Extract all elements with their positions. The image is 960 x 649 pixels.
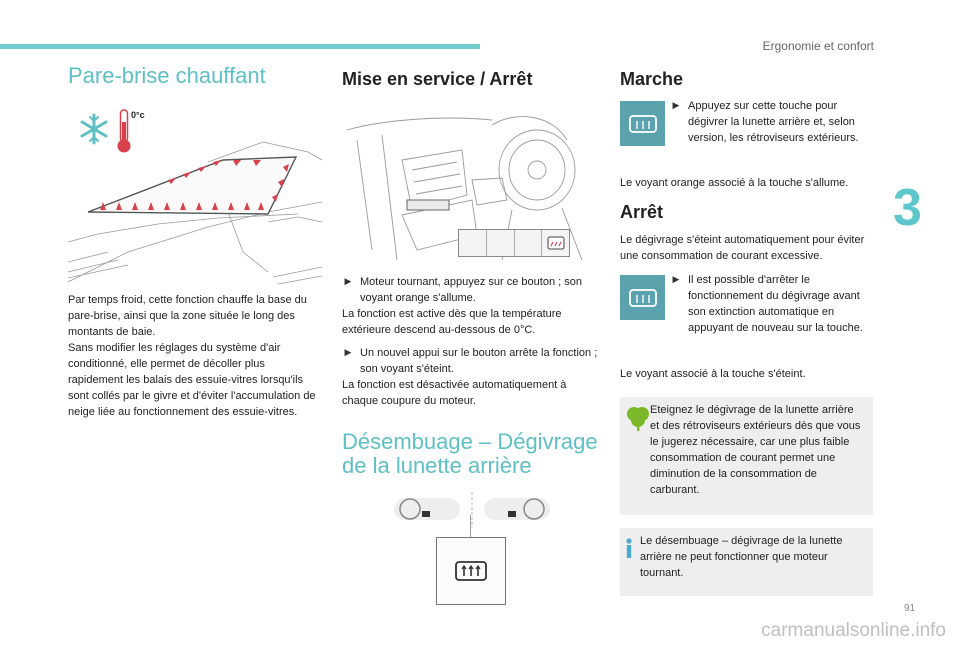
arret-note-1: Le dégivrage s'éteint automatiquement po… xyxy=(620,234,865,262)
marche-title: Marche xyxy=(620,69,684,89)
rear-defrost-icon xyxy=(628,288,657,307)
windshield-description: Par temps froid, cette fonction chauffe … xyxy=(68,294,316,418)
arret-title: Arrêt xyxy=(620,202,664,222)
header-accent-bar xyxy=(0,44,480,49)
rear-title-line-1: Désembuage – Dégivrage xyxy=(342,429,598,454)
activation-title: Mise en service / Arrêt xyxy=(342,69,533,89)
info-note: Le désembuage – dégivrage de la lunette … xyxy=(620,528,873,596)
activation-text: ▶ Moteur tournant, appuyez sur ce bouton… xyxy=(342,275,604,410)
bullet-marker-icon: ▶ xyxy=(672,274,680,284)
panel-slot xyxy=(515,230,543,256)
activation-step-2-text: Un nouvel appui sur le bouton arrête la … xyxy=(360,346,598,375)
connector-line xyxy=(470,515,471,537)
windshield-illustration xyxy=(67,102,323,286)
activation-note-1: La fonction est active dès que la tempér… xyxy=(342,307,562,336)
section-header: Ergonomie et confort xyxy=(762,39,874,53)
bullet-marker-icon: ▶ xyxy=(344,276,352,286)
activation-note-2: La fonction est désactivée automatiqueme… xyxy=(342,378,567,407)
panel-slot xyxy=(487,230,515,256)
activation-step-2: ▶ Un nouvel appui sur le bouton arrête l… xyxy=(342,346,604,378)
windshield-title: Pare-brise chauffant xyxy=(68,63,266,88)
marche-step: ▶ Appuyez sur cette touche pour dégivrer… xyxy=(670,99,870,147)
rear-defrost-icon xyxy=(455,561,487,581)
arret-step: ▶ Il est possible d'arrêter le fonctionn… xyxy=(670,273,870,337)
panel-slot xyxy=(459,230,487,256)
steering-variants-drawing xyxy=(394,492,550,528)
info-note-text: Le désembuage – dégivrage de la lunette … xyxy=(640,535,843,579)
activation-step-1: ▶ Moteur tournant, appuyez sur ce bouton… xyxy=(342,275,604,307)
eco-note: Eteignez le dégivrage de la lunette arri… xyxy=(620,397,873,515)
marche-column: Marche xyxy=(620,64,874,90)
activation-step-1-text: Moteur tournant, appuyez sur ce bouton ;… xyxy=(360,276,582,304)
info-icon xyxy=(626,538,632,558)
rear-defrost-title: Désembuage – Dégivrage de la lunette arr… xyxy=(342,429,612,479)
steering-variants-illustration xyxy=(392,492,552,528)
button-panel xyxy=(458,229,570,257)
bullet-marker-icon: ▶ xyxy=(344,346,352,357)
snowflake-icon xyxy=(78,113,110,150)
chapter-number: 3 xyxy=(893,179,922,237)
arret-step-text: Il est possible d'arrêter le fonctionnem… xyxy=(688,274,863,334)
marche-note: Le voyant orange associé à la touche s'a… xyxy=(620,177,849,189)
eco-leaf-icon xyxy=(627,407,649,431)
windshield-heat-button[interactable] xyxy=(542,230,569,256)
rear-defrost-button[interactable] xyxy=(436,537,506,605)
car-windshield-drawing xyxy=(67,141,323,285)
arret-defrost-icon-box xyxy=(620,275,665,320)
activation-column: Mise en service / Arrêt xyxy=(342,64,604,90)
rear-title-line-2: de la lunette arrière xyxy=(342,453,532,479)
windshield-heat-icon xyxy=(547,236,565,250)
rear-defrost-icon xyxy=(628,114,657,133)
eco-note-text: Eteignez le dégivrage de la lunette arri… xyxy=(650,404,861,496)
page-number: 91 xyxy=(904,603,916,614)
marche-step-text: Appuyez sur cette touche pour dégivrer l… xyxy=(688,100,859,144)
thermometer-icon xyxy=(116,108,132,159)
temperature-label: 0°c xyxy=(131,110,145,120)
watermark: carmanualsonline.info xyxy=(761,620,946,641)
windshield-column: Pare-brise chauffant xyxy=(68,63,322,88)
arret-note-2: Le voyant associé à la touche s'éteint. xyxy=(620,368,806,380)
marche-defrost-icon-box xyxy=(620,101,665,146)
bullet-marker-icon: ▶ xyxy=(672,100,680,110)
